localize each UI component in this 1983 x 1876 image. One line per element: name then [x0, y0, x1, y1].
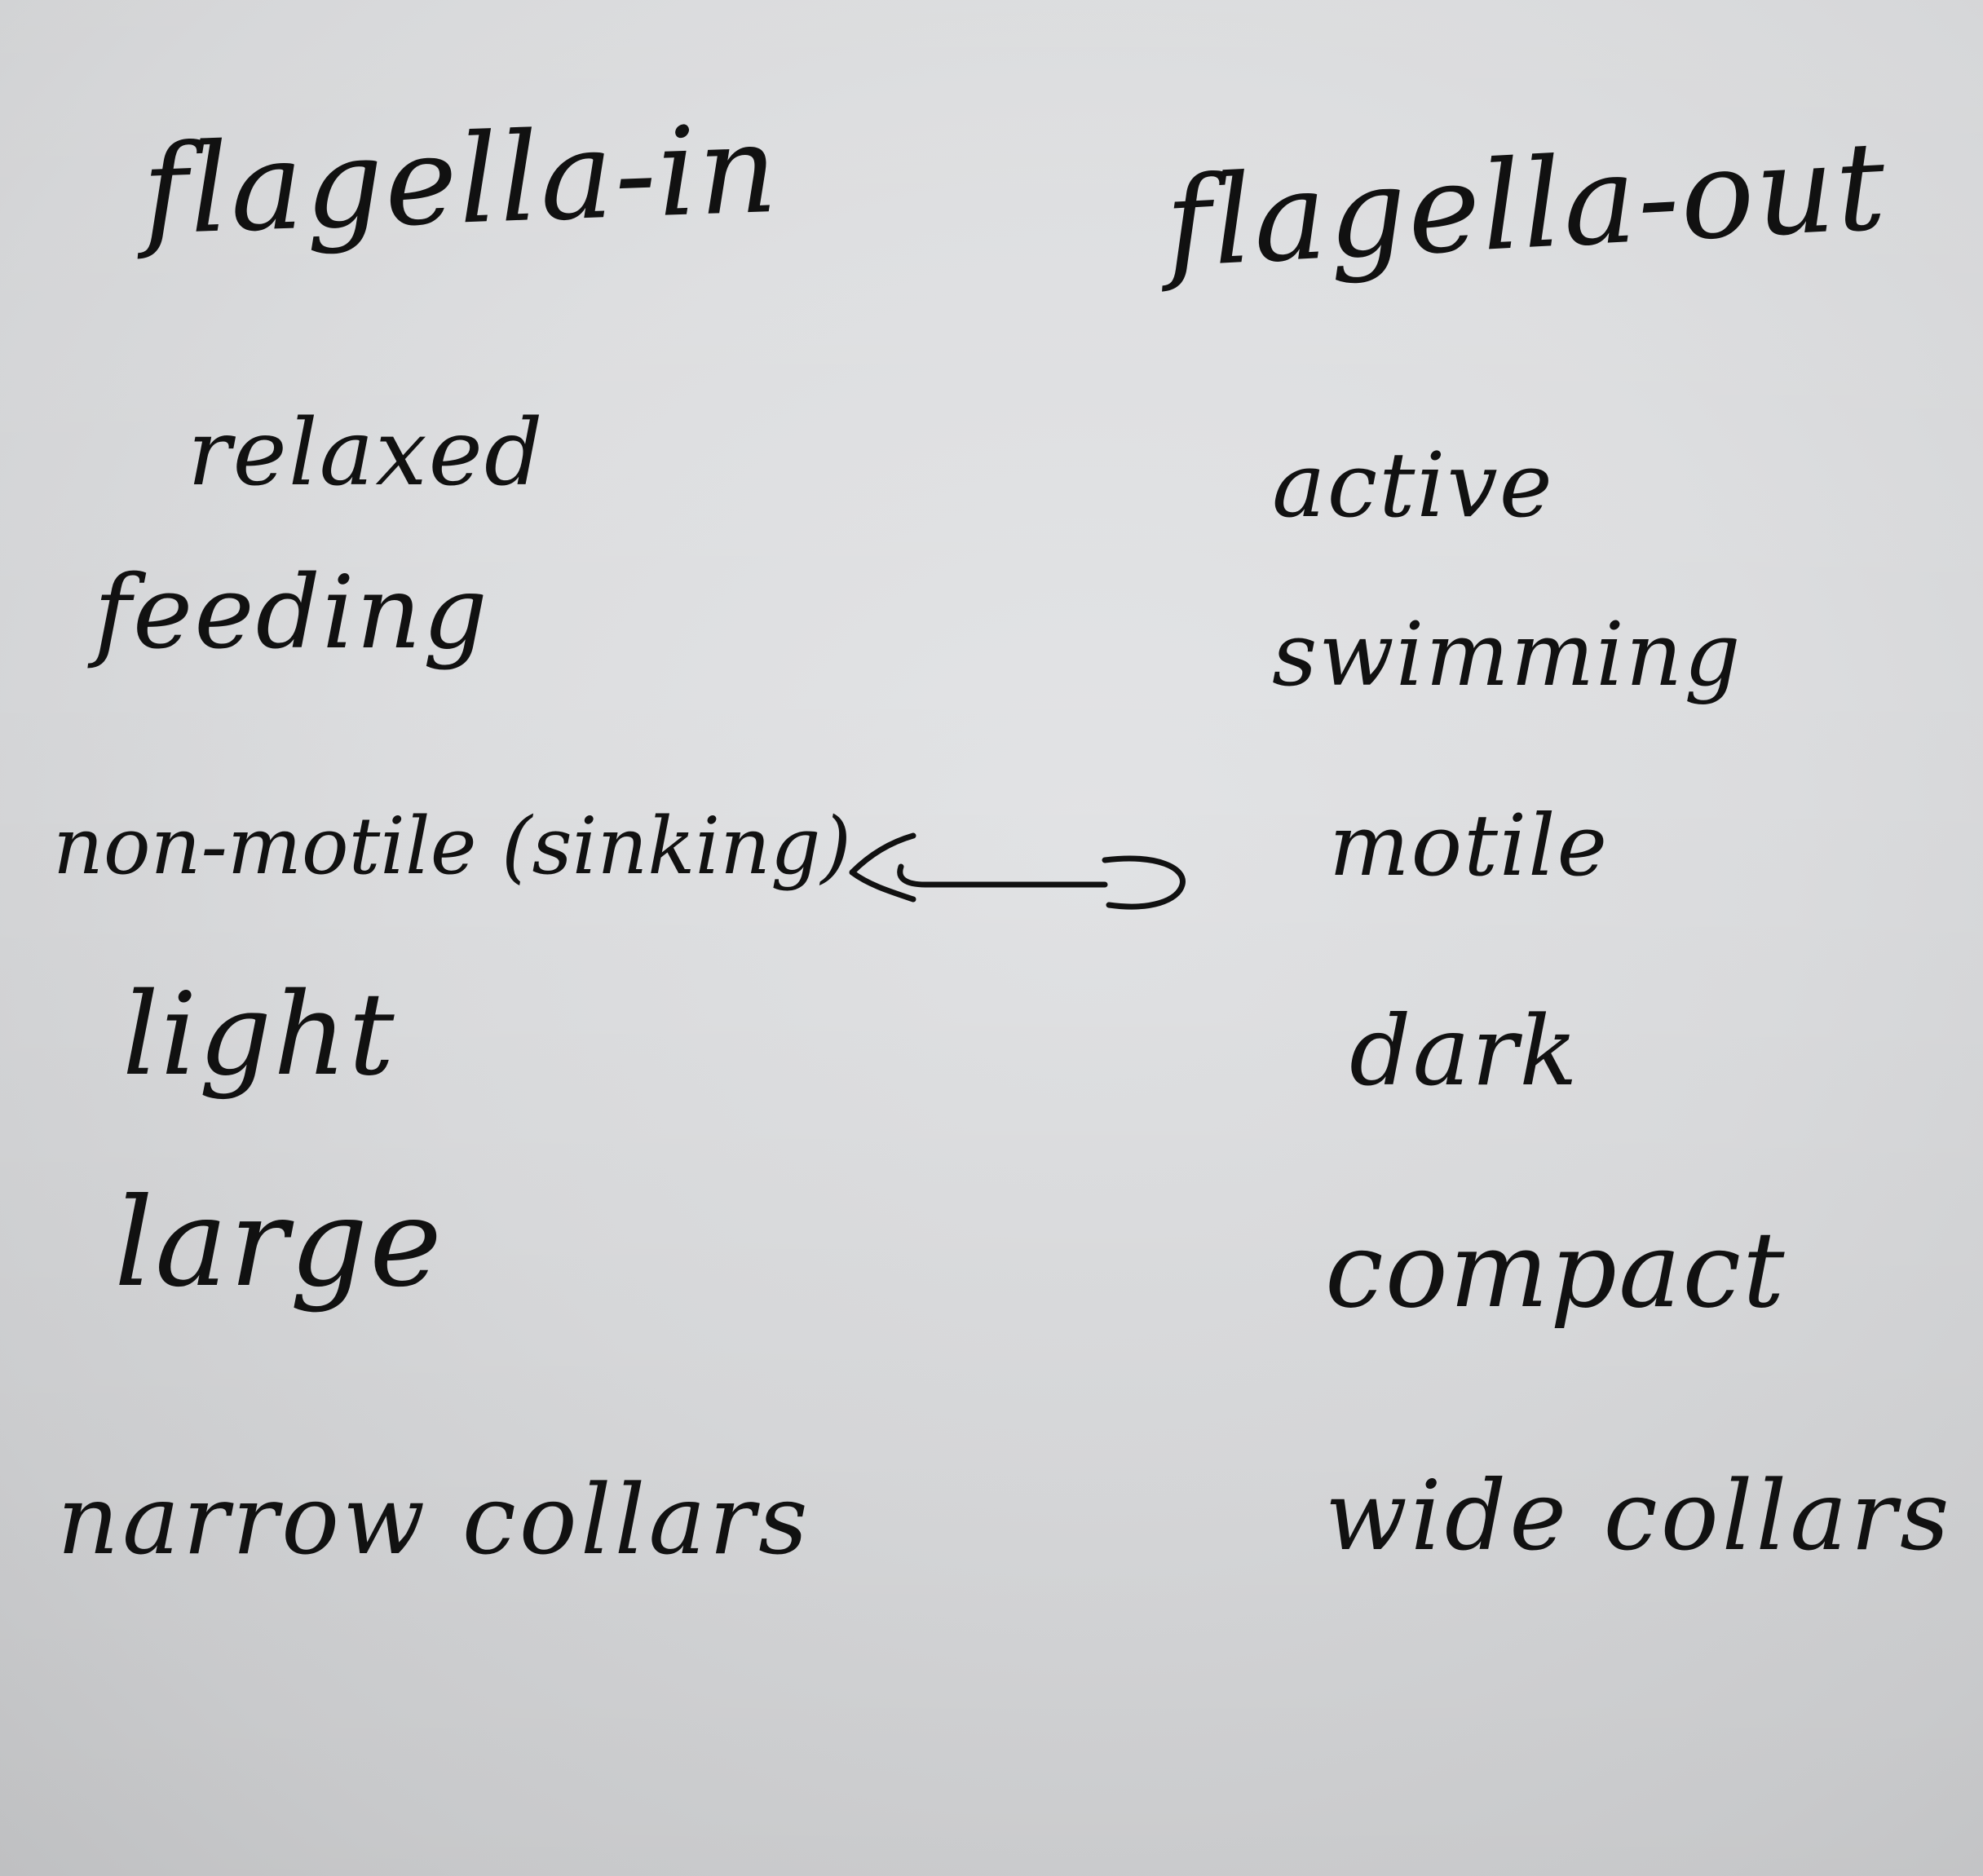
- left-item: non-motile (sinking): [53, 801, 851, 892]
- left-item: feeding: [94, 554, 489, 672]
- right-column: flagella-out active swimming motile dark…: [1142, 0, 1983, 1876]
- left-heading: flagella-in: [139, 98, 781, 263]
- right-item: dark: [1349, 995, 1579, 1107]
- right-heading: flagella-out: [1162, 115, 1891, 295]
- right-item: compact: [1325, 1210, 1786, 1331]
- right-item: wide collars: [1325, 1459, 1953, 1572]
- left-column: flagella-in relaxed feeding non-motile (…: [0, 0, 851, 1876]
- left-item: light: [122, 969, 396, 1101]
- left-item: relaxed: [188, 400, 545, 506]
- left-item: large: [114, 1172, 444, 1314]
- double-headed-arrow-icon: [849, 832, 1186, 910]
- right-item: motile: [1329, 796, 1610, 895]
- right-item: active: [1272, 433, 1554, 537]
- right-item: swimming: [1272, 604, 1742, 706]
- left-item: narrow collars: [57, 1463, 811, 1576]
